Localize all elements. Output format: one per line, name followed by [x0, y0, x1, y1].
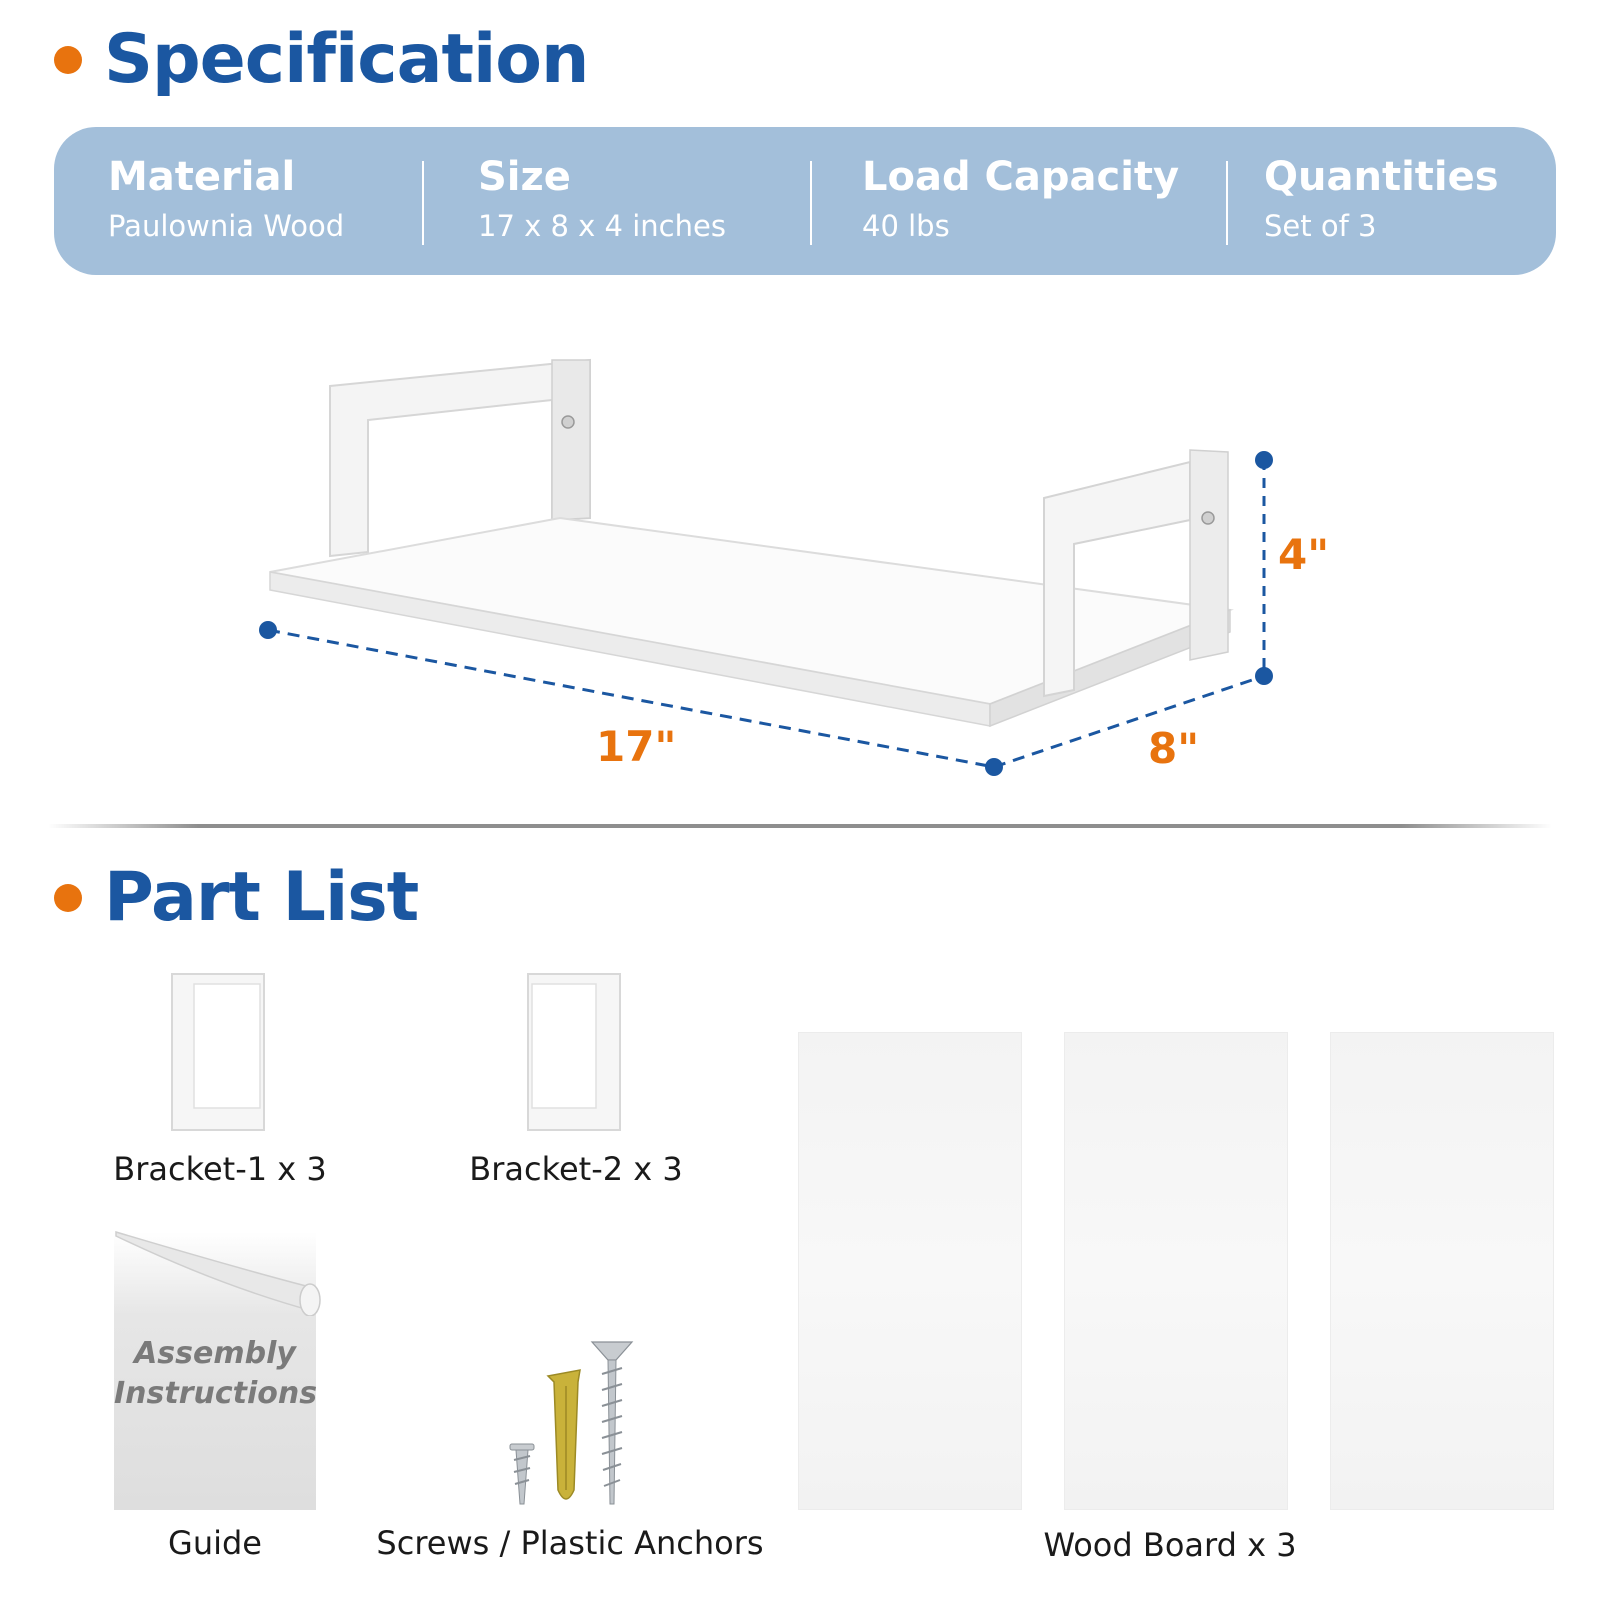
spec-value: Paulownia Wood [108, 209, 345, 243]
spec-divider [422, 161, 424, 245]
bracket-back [329, 358, 591, 558]
wood-board-image [1064, 1032, 1288, 1510]
small-screw-icon [509, 1443, 535, 1505]
part-label-wood-board: Wood Board x 3 [1043, 1526, 1297, 1564]
spec-load-capacity: Load Capacity 40 lbs [862, 153, 1179, 243]
bracket-1-image [171, 973, 265, 1131]
part-list-title: Part List [104, 858, 419, 937]
spec-label: Quantities [1264, 154, 1499, 200]
dimension-height-label: 4" [1278, 530, 1330, 579]
spec-label: Size [478, 154, 571, 200]
bracket-2-image [527, 973, 621, 1131]
plastic-anchor-icon [546, 1369, 581, 1500]
wood-board-image [798, 1032, 1022, 1510]
section-divider [48, 824, 1552, 828]
spec-label: Material [108, 154, 296, 200]
shelf-board [269, 516, 1234, 728]
guide-cover-text: Assembly Instructions [114, 1334, 318, 1414]
screws-anchors-image [509, 1341, 634, 1505]
part-label-bracket-1: Bracket-1 x 3 [113, 1150, 327, 1188]
bracket-front [1043, 449, 1229, 698]
dimension-lines [259, 451, 1273, 776]
dimension-depth-label: 8" [1148, 724, 1200, 773]
dimension-length-label: 17" [596, 722, 677, 771]
spec-size: Size 17 x 8 x 4 inches [478, 153, 726, 243]
bullet-dot-icon [54, 45, 82, 74]
spec-divider [1226, 161, 1228, 245]
spec-bar: Material Paulownia Wood Size 17 x 8 x 4 … [54, 127, 1556, 275]
specification-title: Specification [104, 20, 589, 99]
guide-cover-line: Instructions [114, 1376, 318, 1411]
part-label-bracket-2: Bracket-2 x 3 [469, 1150, 683, 1188]
spec-divider [810, 161, 812, 245]
wood-board-image [1330, 1032, 1554, 1510]
spec-material: Material Paulownia Wood [108, 153, 344, 243]
shelf-illustration [259, 358, 1273, 776]
spec-label: Load Capacity [862, 154, 1180, 200]
part-list-heading: Part List [54, 858, 419, 937]
spec-value: Set of 3 [1264, 209, 1377, 243]
guide-page-curl [115, 1230, 321, 1316]
part-label-screws-anchors: Screws / Plastic Anchors [376, 1524, 764, 1562]
spec-value: 17 x 8 x 4 inches [478, 209, 726, 243]
specification-heading: Specification [54, 20, 589, 99]
guide-cover-line: Assembly [134, 1336, 296, 1371]
bullet-dot-icon [54, 883, 82, 912]
spec-value: 40 lbs [862, 209, 950, 243]
spec-quantities: Quantities Set of 3 [1264, 153, 1499, 243]
long-screw-icon [590, 1341, 634, 1505]
part-label-guide: Guide [168, 1524, 262, 1562]
